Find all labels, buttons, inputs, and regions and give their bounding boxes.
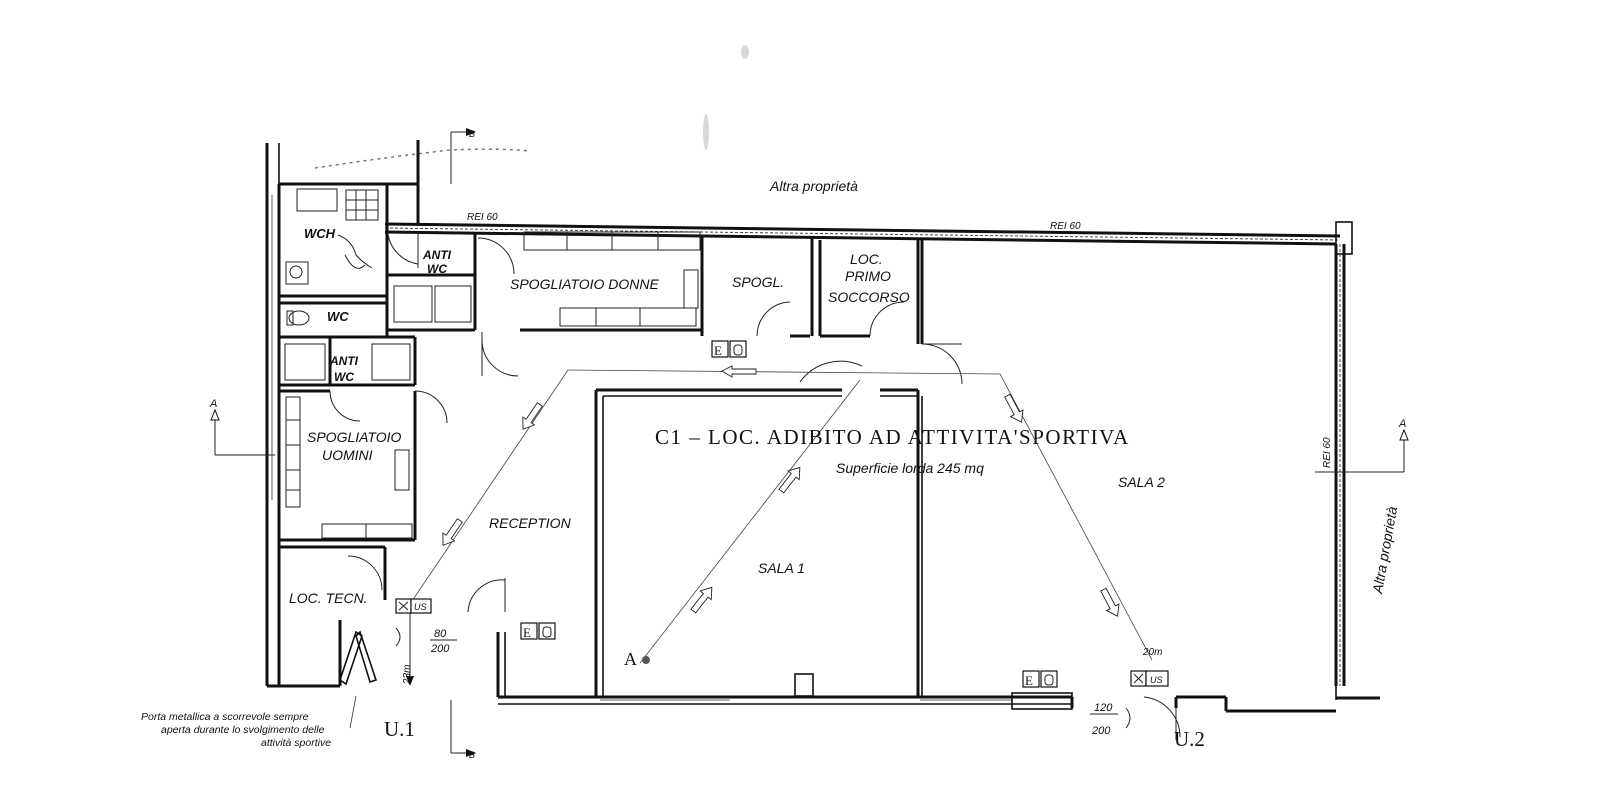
note-leader bbox=[349, 695, 357, 729]
plan-title: C1 – LOC. ADIBITO AD ATTIVITA'SPORTIVA bbox=[655, 425, 1130, 449]
label-spogliatoio-donne: SPOGLIATOIO DONNE bbox=[510, 276, 660, 292]
label-e-reception: E bbox=[523, 625, 531, 640]
label-loc-primo-2: PRIMO bbox=[845, 268, 891, 284]
label-spogl: SPOGL. bbox=[732, 274, 784, 290]
label-exit-u2: U.2 bbox=[1174, 727, 1205, 751]
sign-e-extinguisher-bottom bbox=[1022, 670, 1058, 688]
fixtures bbox=[284, 188, 701, 686]
label-section-a-right: A bbox=[1398, 418, 1406, 430]
sign-exit-u2 bbox=[1130, 670, 1169, 687]
sign-e-extinguisher-top bbox=[711, 340, 747, 358]
escape-routes bbox=[409, 369, 1153, 664]
plan-subtitle: Superficie lorda 245 mq bbox=[836, 460, 984, 476]
label-rei-60-vertical: REI 60 bbox=[1322, 437, 1333, 468]
label-door-u2-width: 120 bbox=[1094, 702, 1113, 714]
label-distance-23m: 23m bbox=[402, 665, 413, 685]
label-anti-wc-bottom-1: ANTI bbox=[329, 354, 359, 368]
label-loc-tecn: LOC. TECN. bbox=[289, 590, 368, 606]
label-distance-20m: 20m bbox=[1142, 647, 1162, 658]
label-e-top: E bbox=[714, 343, 722, 358]
label-section-b-bottom: B bbox=[469, 750, 475, 760]
note-line-1: Porta metallica a scorrevole sempre bbox=[141, 711, 309, 723]
label-section-b-top: B bbox=[469, 129, 475, 139]
label-sala-2: SALA 2 bbox=[1118, 474, 1165, 490]
label-loc-primo-1: LOC. bbox=[850, 251, 883, 267]
point-a-marker bbox=[642, 656, 650, 664]
interior-walls bbox=[279, 184, 924, 697]
label-door-u1-height: 200 bbox=[430, 643, 450, 655]
label-spogliatoio-uomini-1: SPOGLIATOIO bbox=[307, 429, 402, 445]
label-spogliatoio-uomini-2: UOMINI bbox=[322, 447, 373, 463]
label-loc-primo-3: SOCCORSO bbox=[828, 289, 910, 305]
label-wch: WCH bbox=[304, 226, 336, 241]
sign-e-extinguisher-reception bbox=[520, 622, 556, 640]
outer-walls bbox=[265, 140, 1380, 713]
doors bbox=[329, 232, 1181, 740]
scan-marks bbox=[314, 45, 749, 169]
label-rei-60-left: REI 60 bbox=[467, 212, 498, 223]
label-wc: WC bbox=[327, 309, 349, 324]
label-us-u2: US bbox=[1150, 675, 1163, 685]
label-anti-wc-bottom-2: WC bbox=[334, 370, 354, 384]
section-markers bbox=[210, 128, 1409, 757]
label-anti-wc-top-2: WC bbox=[427, 262, 447, 276]
labels: Altra proprietà REI 60 REI 60 REI 60 Alt… bbox=[141, 129, 1406, 760]
label-altra-proprieta-top: Altra proprietà bbox=[769, 178, 858, 194]
label-anti-wc-top-1: ANTI bbox=[422, 248, 452, 262]
sign-exit-u1 bbox=[395, 598, 432, 614]
label-us-u1: US bbox=[414, 602, 427, 612]
note-line-3: attività sportive bbox=[261, 737, 331, 749]
label-exit-u1: U.1 bbox=[384, 717, 415, 741]
label-door-u1-width: 80 bbox=[434, 628, 447, 640]
note-line-2: aperta durante lo svolgimento delle bbox=[161, 724, 325, 736]
door-u2-bracket bbox=[1125, 707, 1131, 729]
route-arrows bbox=[406, 365, 1120, 686]
label-section-a-left: A bbox=[209, 398, 217, 410]
label-reception: RECEPTION bbox=[489, 515, 572, 531]
door-u1-bracket bbox=[395, 627, 401, 647]
label-sala-1: SALA 1 bbox=[758, 560, 805, 576]
label-altra-proprieta-right: Altra proprietà bbox=[1369, 505, 1400, 596]
label-point-a: A bbox=[624, 649, 637, 669]
label-rei-60-right: REI 60 bbox=[1050, 221, 1081, 232]
label-door-u2-height: 200 bbox=[1091, 725, 1111, 737]
label-e-bottom: E bbox=[1025, 673, 1033, 688]
